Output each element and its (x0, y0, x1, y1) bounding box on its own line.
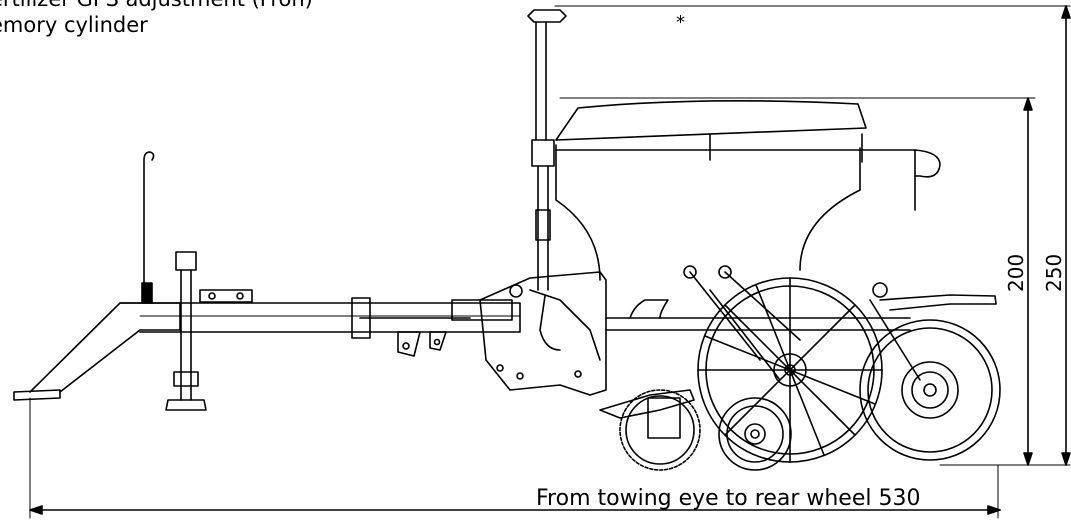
main-frame (480, 272, 910, 395)
drawbar (14, 298, 520, 400)
length-arrow-right (988, 506, 1000, 514)
star-wheel (698, 278, 882, 462)
caption-line-2: emory cylinder (0, 13, 148, 37)
parking-jack (166, 252, 252, 410)
height-200-label: 200 (1004, 253, 1028, 292)
hopper (556, 101, 940, 280)
gps-antenna-icon (528, 10, 566, 22)
height-250-arrow-top (1062, 6, 1070, 18)
press-wheel (719, 398, 791, 470)
height-200-arrow-top (1024, 98, 1032, 110)
overall-length-label: From towing eye to rear wheel 530 (536, 486, 921, 511)
caption-line-1: ertilizer GPS adjustment (Fron) (0, 0, 313, 12)
rear-wheel (860, 283, 1000, 460)
hose-holder-mast (142, 152, 154, 303)
height-250-label: 250 (1042, 253, 1066, 292)
dimension-lines (30, 6, 1070, 518)
height-250-arrow-bottom (1062, 453, 1070, 465)
height-200-arrow-bottom (1024, 453, 1032, 465)
towing-eye (14, 390, 60, 400)
front-coulter (600, 390, 700, 470)
length-arrow-left (30, 506, 42, 514)
asterisk-marker: * (676, 12, 685, 33)
gps-mast (528, 10, 566, 290)
caption: ertilizer GPS adjustment (Fron) emory cy… (0, 0, 313, 38)
linkage-arms (684, 266, 800, 380)
